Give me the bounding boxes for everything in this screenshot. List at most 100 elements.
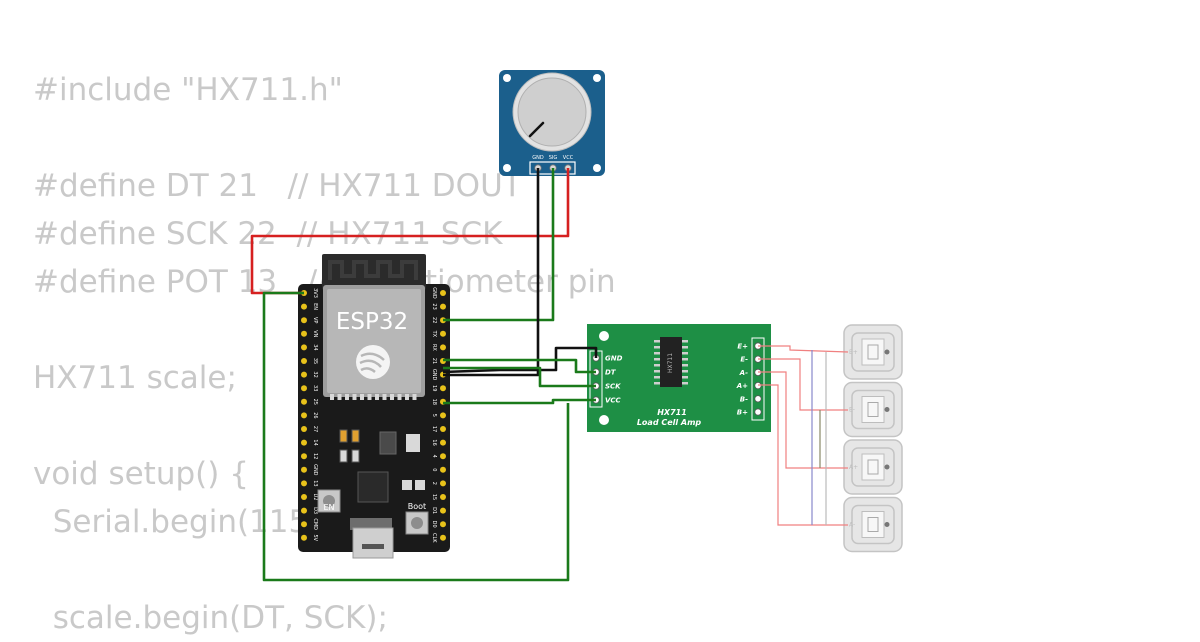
load-cell[interactable]: E+ [843, 324, 903, 380]
wire-green-sig[interactable] [443, 168, 555, 322]
esp32-castellation-pad [412, 394, 417, 400]
esp32-pin[interactable] [301, 466, 307, 473]
esp32-pin[interactable] [440, 480, 446, 487]
esp32-pin[interactable] [301, 521, 307, 528]
esp32-castellation-pad [352, 394, 357, 400]
boot-button[interactable] [405, 511, 429, 535]
wire-green-pot-loop[interactable] [262, 291, 570, 582]
esp32-pin[interactable] [301, 412, 307, 419]
hx711-pin-label: B- [740, 395, 748, 403]
wire-green-vcc[interactable] [443, 398, 596, 405]
en-button[interactable] [317, 489, 341, 513]
wire-a-plus [758, 384, 848, 526]
pot-mount-hole [503, 164, 511, 172]
esp32-pin[interactable] [440, 330, 446, 337]
esp32-capacitor [351, 429, 360, 443]
esp32-pin[interactable] [301, 330, 307, 337]
load-cell-wires [758, 345, 849, 526]
esp32-pin[interactable] [301, 480, 307, 487]
esp32-pin[interactable] [301, 534, 307, 541]
esp32-castellation-pad [337, 394, 342, 400]
pot-mount-hole [593, 74, 601, 82]
esp32-pin[interactable] [440, 344, 446, 351]
esp32-pin-label: 21 [431, 358, 437, 364]
esp32-regulator [379, 431, 397, 455]
esp32-pin-label: 0 [431, 468, 437, 471]
esp32-pin[interactable] [440, 521, 446, 528]
esp32-pin[interactable] [440, 290, 446, 296]
code-line: #include "HX711.h" [33, 72, 343, 108]
esp32-pin-label: GND [431, 287, 437, 299]
wire-e-minus [758, 358, 848, 411]
load-cell[interactable]: A+ [843, 439, 903, 495]
usb-port[interactable] [352, 527, 394, 559]
esp32-pin-label: VP [312, 317, 318, 323]
esp32-pin[interactable] [301, 358, 307, 364]
wire-green-dt[interactable] [443, 358, 596, 374]
load-cell-label: A+ [849, 464, 858, 471]
en-button-label: EN [323, 503, 334, 512]
esp32-pin[interactable] [301, 439, 307, 446]
hx711-subtitle: Load Cell Amp [637, 418, 702, 427]
esp32-pin[interactable] [301, 344, 307, 351]
wire-black-pot-gnd[interactable] [443, 168, 540, 377]
esp32-pin[interactable] [301, 371, 307, 378]
esp32-pin[interactable] [301, 398, 307, 405]
esp32-pin[interactable] [440, 412, 446, 419]
esp32-antenna [322, 254, 426, 290]
load-cell[interactable]: A- [843, 496, 903, 553]
load-cell-label: E+ [849, 349, 858, 356]
esp32-pin[interactable] [440, 534, 446, 541]
esp32-pin-label: 3V3 [312, 288, 318, 298]
hx711-pin[interactable] [754, 395, 762, 403]
wire-a-minus [758, 371, 848, 469]
hx711-chip-label: HX711 [667, 353, 674, 373]
esp32-module-castellations [330, 394, 417, 400]
esp32-capacitor [339, 429, 348, 443]
esp32-pin[interactable] [301, 426, 307, 432]
esp32-pin[interactable] [440, 303, 446, 310]
pot-pin-label: GND [532, 155, 544, 161]
esp32-pin[interactable] [301, 494, 307, 500]
esp32-pin[interactable] [440, 507, 446, 514]
esp32-pin[interactable] [301, 507, 307, 514]
esp32-pin-label: 33 [312, 385, 318, 391]
esp32-pin[interactable] [301, 317, 307, 324]
esp32-pin[interactable] [440, 466, 446, 473]
esp32-pin[interactable] [440, 439, 446, 446]
esp32-pin[interactable] [440, 453, 446, 460]
hx711-pin[interactable] [754, 408, 762, 416]
esp32-module-can [327, 289, 421, 393]
load-cell-gauge-pattern [867, 402, 879, 417]
esp32-pin-label: 22 [431, 317, 437, 323]
esp32-pin[interactable] [301, 453, 307, 460]
load-cell[interactable]: E- [843, 381, 903, 438]
esp32-pin[interactable] [440, 494, 446, 500]
esp32-castellation-pad [360, 394, 364, 400]
esp32-castellation-pad [390, 394, 394, 400]
esp32-pin[interactable] [440, 385, 446, 392]
esp32-pin-label: GND [312, 464, 318, 476]
esp32-pin[interactable] [440, 426, 446, 432]
esp32-pin[interactable] [301, 385, 307, 392]
pot-knob[interactable] [517, 77, 587, 147]
hx711-chip-leg [682, 358, 688, 361]
wire-green-sck[interactable] [443, 366, 596, 388]
esp32-pin-label: 17 [431, 426, 437, 432]
hx711-chip-leg [682, 364, 688, 367]
esp32-pin[interactable] [301, 303, 307, 310]
pot-knob-indicator [528, 121, 545, 138]
hx711-mount-hole [599, 415, 609, 425]
load-cell-strain-gauge [861, 511, 885, 538]
esp32-pin-label: 18 [431, 399, 437, 405]
wire-e-plus [758, 345, 849, 353]
esp32-pin-label: 13 [312, 480, 318, 486]
esp32-devkit[interactable]: ESP32 3V3ENVPVN343532332526271412GND13D2… [298, 254, 450, 559]
esp32-pin-label: TX [431, 330, 437, 338]
load-cell-gauge-pattern [867, 459, 879, 475]
load-cell-label: E- [849, 407, 855, 414]
